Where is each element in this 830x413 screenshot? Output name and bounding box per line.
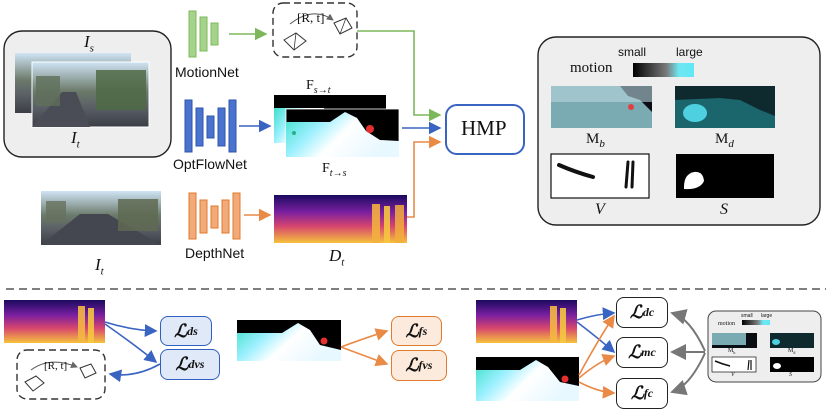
depthnet-label: DepthNet xyxy=(185,245,245,261)
label-it: It xyxy=(71,128,80,151)
pose-box xyxy=(272,2,358,58)
motionnet-icon xyxy=(188,10,219,58)
motionnet-label: MotionNet xyxy=(175,64,239,80)
label-dt: Dt xyxy=(329,246,345,269)
hmp-label: HMP xyxy=(461,116,507,140)
mini-large-label: large xyxy=(761,313,773,319)
optflownet-label: OptFlowNet xyxy=(173,156,247,172)
mini-motion-label: motion xyxy=(718,321,736,327)
mini-v-label: V xyxy=(731,372,735,378)
pose-label: [R, t] xyxy=(297,10,325,25)
large-label: large xyxy=(676,45,703,59)
mini-md-label: Md xyxy=(788,348,796,356)
label-mb: Mb xyxy=(586,131,605,150)
v-map xyxy=(550,153,650,199)
label-s: S xyxy=(720,201,728,218)
bl-pose-label: [R, t] xyxy=(44,360,68,372)
hmp-box xyxy=(445,104,525,155)
small-label: small xyxy=(618,45,647,59)
label-it-depth: It xyxy=(95,255,104,278)
label-fst: Fs→t xyxy=(306,78,331,96)
mini-s-label: S xyxy=(789,372,792,378)
label-v: V xyxy=(595,201,605,218)
label-fts: Ft→s xyxy=(322,161,347,179)
motion-colorbar xyxy=(633,63,694,77)
optflownet-icon xyxy=(184,99,237,153)
label-md: Md xyxy=(715,131,734,150)
mini-small-label: small xyxy=(741,313,753,319)
motion-label: motion xyxy=(570,60,613,76)
label-is: Is xyxy=(84,32,94,55)
mini-mb-label: Mb xyxy=(728,348,736,356)
depthnet-icon xyxy=(188,192,241,240)
